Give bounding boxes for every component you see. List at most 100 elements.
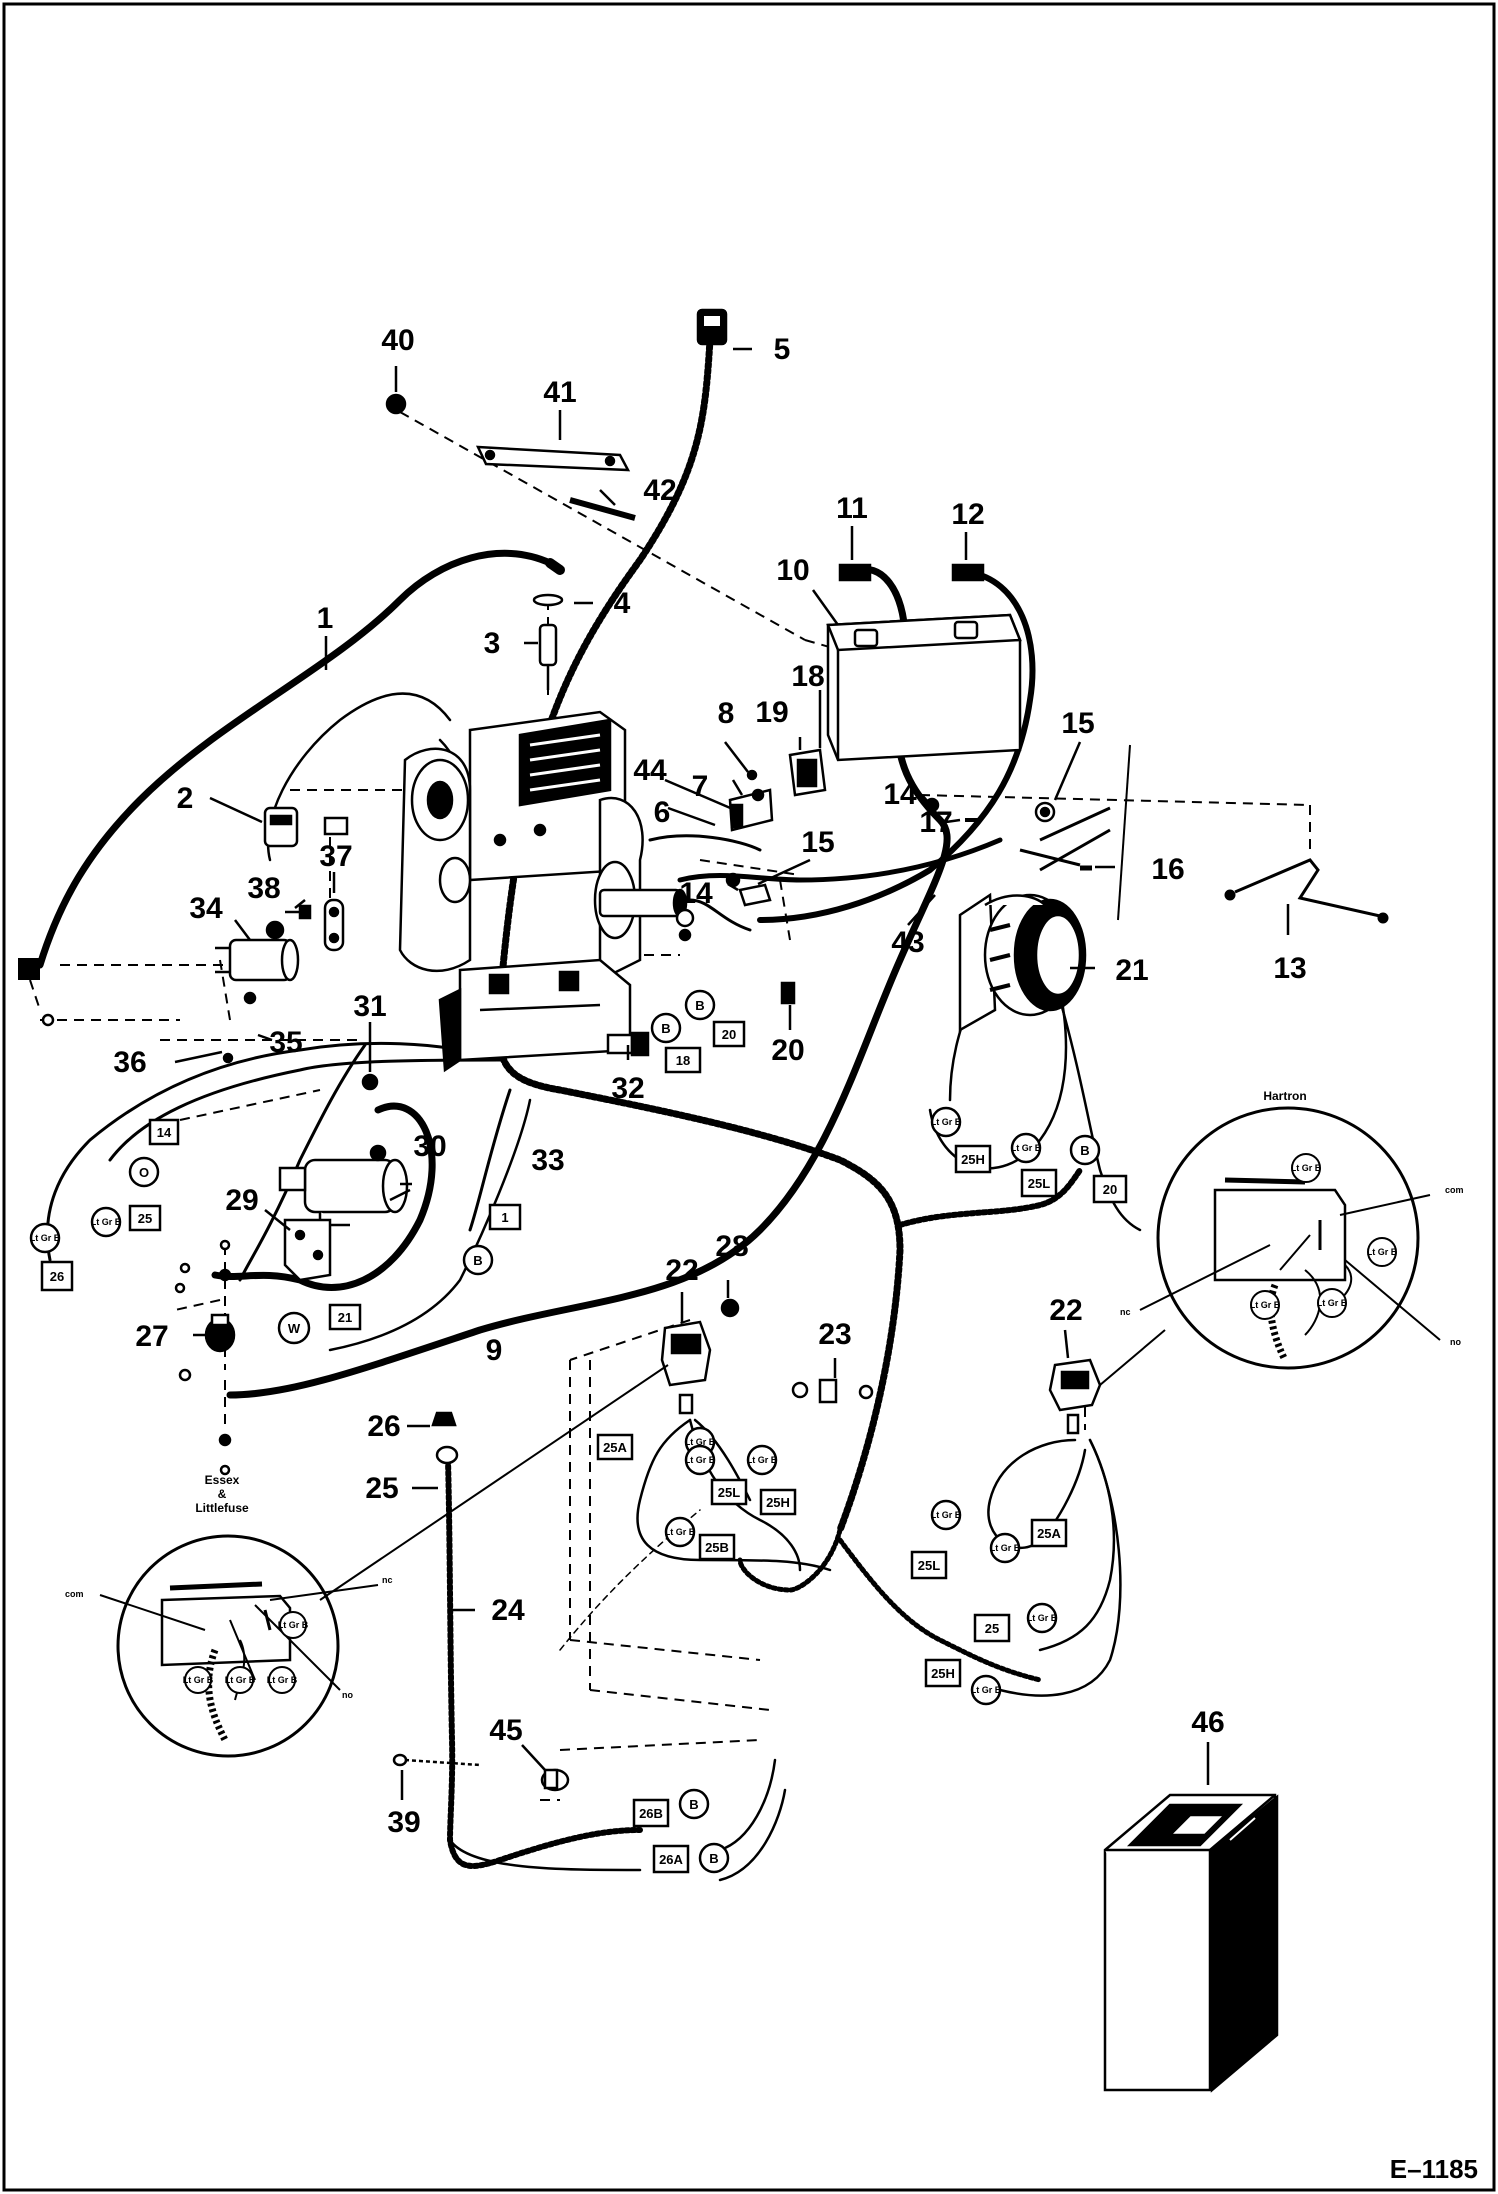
callout-32: 32 [611,1072,644,1105]
callout-2: 2 [177,782,194,815]
callout-4: 4 [614,587,631,620]
callout-22b: 22 [1049,1294,1082,1327]
wire-tag-1: 1 [501,1210,508,1225]
inset-essex-tag-c [226,1666,254,1694]
callout-8: 8 [718,697,735,730]
screw-45 [540,1768,570,1792]
wire-tag-20: 20 [722,1027,736,1042]
battery-cable-negative [757,569,1036,923]
wiring [18,336,1142,1882]
clutch-21 [958,892,1087,1033]
callout-20: 20 [771,1034,804,1067]
callout-6: 6 [654,796,671,829]
spark-plug-3 [538,623,558,667]
components [41,308,1389,2093]
wire-tag-20-right: 20 [1103,1182,1117,1197]
callout-19: 19 [755,696,788,729]
inset-hartron-nc: nc [1120,1307,1131,1317]
wire-tag-25-mid: 25 [985,1621,999,1636]
callout-39: 39 [387,1806,420,1839]
nut-40 [385,393,407,415]
callout-40: 40 [381,324,414,357]
wire-tag-25L-right: 25L [1028,1176,1050,1191]
callout-44: 44 [633,754,667,787]
callout-43: 43 [891,926,924,959]
callout-13: 13 [1273,952,1306,985]
callout-16: 16 [1151,853,1184,886]
wire-color-labels: O B B B W B B B Lt Gr B Lt Gr B Lt Gr B … [30,998,1090,1866]
wire-color-B-8: B [709,1851,718,1866]
wire-tag-14: 14 [157,1125,172,1140]
wire-color-lg-5: Lt Gr B [685,1437,716,1447]
bracket-41 [475,445,631,472]
wire-color-lg-12: Lt Gr B [971,1685,1002,1695]
callout-41: 41 [543,376,576,409]
inset-essex-tag-d [268,1666,296,1694]
spark-plug-boot [18,958,40,980]
callout-45: 45 [489,1714,522,1747]
wire-tag-21: 21 [338,1310,352,1325]
inset-hartron-com: com [1445,1185,1464,1195]
callout-35: 35 [269,1026,302,1059]
wire-tag-18: 18 [676,1053,690,1068]
terminal-11 [838,563,872,582]
bolt-16 [1019,848,1081,867]
relay-19 [788,748,827,797]
leader-22-right-inset [1099,1329,1166,1386]
wire-tag-25L-mid: 25L [918,1558,940,1573]
wire-color-O: O [139,1165,149,1180]
clip-23 [791,1378,874,1404]
seat-switch-22-center [660,1320,712,1415]
inset-essex-title-3: Littlefuse [195,1501,249,1515]
inset-essex-tag-b [184,1666,212,1694]
battery-46 [1103,1793,1279,2093]
wire-tag-25A-mid: 25A [1037,1526,1061,1541]
inset-hartron-title: Hartron [1263,1089,1306,1103]
callout-34: 34 [189,892,223,925]
inset-hartron-tag-mid [1317,1288,1347,1318]
coil-34 [215,920,300,982]
callout-28: 28 [715,1230,748,1263]
callout-12: 12 [951,498,984,531]
inset-hartron-tag-top [1291,1153,1321,1183]
wire-color-lg-1: Lt Gr B [30,1233,61,1243]
wire-color-lg-11: Lt Gr B [1027,1613,1058,1623]
callout-42: 42 [643,474,676,507]
callout-14b: 14 [679,877,713,910]
callout-11: 11 [836,492,868,525]
wire-color-lg-3: Lt Gr B [931,1117,962,1127]
inset-essex-no: no [342,1690,353,1700]
seat-switch-22-right [1048,1358,1102,1435]
wire-color-lg-4: Lt Gr B [1011,1143,1042,1153]
wire-tag-26B: 26B [639,1806,663,1821]
callout-5: 5 [774,333,791,366]
callout-15b: 15 [801,826,834,859]
inset-hartron-tag-right [1367,1237,1397,1267]
connector-32 [606,1031,650,1057]
wire-color-lg-6: Lt Gr B [685,1455,716,1465]
callout-24: 24 [491,1594,525,1627]
wire-tag-25H-mid: 25H [931,1666,955,1681]
grommet-25 [435,1445,459,1465]
inset-hartron-tag-top-label: Lt Gr B [1291,1163,1322,1173]
wire-color-B-3: B [661,1021,670,1036]
callout-15a: 15 [1061,707,1094,740]
wire-color-lg-7: Lt Gr B [747,1455,778,1465]
callout-14a: 14 [883,778,917,811]
inset-hartron-tag-right-label: Lt Gr B [1367,1247,1398,1257]
wire-color-B-7: B [689,1797,698,1812]
callout-33: 33 [531,1144,564,1177]
figure-id: E–1185 [1390,2154,1478,2184]
engine-block [398,710,688,1073]
inset-essex-tag-b-label: Lt Gr B [183,1675,214,1685]
wire-color-B-4: B [695,998,704,1013]
callout-36: 36 [113,1046,146,1079]
callout-leaders [174,347,1290,1800]
inset-essex-littlefuse: Essex & Littlefuse Lt Gr B Lt Gr B Lt Gr… [65,1473,393,1758]
callout-25: 25 [365,1472,398,1505]
wire-tag-labels: 14 25 26 21 1 18 20 25H 25L 20 25A 25L 2… [50,1027,1117,1867]
wire-tag-25H-center: 25H [766,1495,790,1510]
wire-color-B-2: B [473,1253,482,1268]
wire-tag-25L-center: 25L [718,1485,740,1500]
wire-tag-26A: 26A [659,1852,683,1867]
